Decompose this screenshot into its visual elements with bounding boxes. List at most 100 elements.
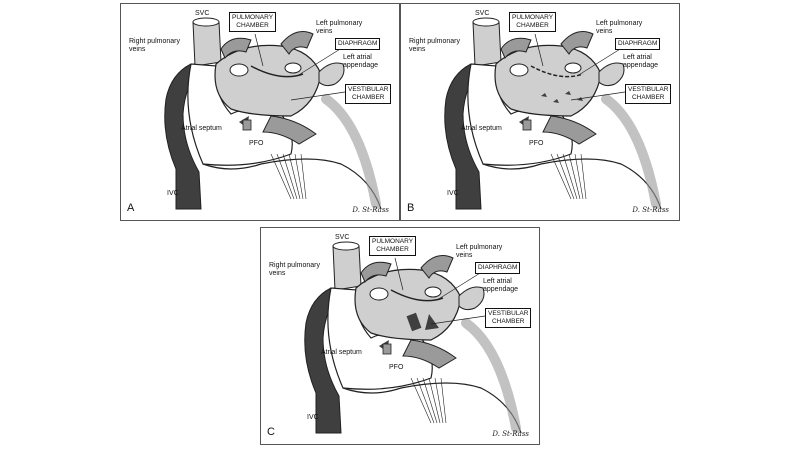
flow-arrow: [425, 314, 439, 330]
vestibule: [262, 115, 317, 145]
fenestration-arrow: [565, 91, 571, 95]
right-pulmonary-vein: [220, 37, 252, 59]
chordae-tendineae: [270, 153, 292, 200]
left-pulmonary-vein: [280, 31, 314, 55]
pulmonary-vein-ostium: [369, 287, 389, 301]
leader-line: [296, 45, 346, 77]
chordae-tendineae: [294, 153, 304, 200]
leader-line: [436, 269, 486, 301]
panel-letter: C: [267, 426, 275, 438]
ventricle-outline: [482, 158, 662, 210]
leader-line: [570, 91, 626, 101]
pulmonary-vein-ostium: [509, 63, 529, 77]
leader-line: [254, 33, 264, 67]
heart-diagram-c: [304, 241, 522, 434]
chordae-tendineae: [288, 153, 301, 200]
label-svc: SVC: [195, 10, 210, 17]
chordae-tendineae: [574, 153, 584, 200]
leader-line: [394, 257, 404, 291]
label-atrial-septum: Atrial septum: [181, 125, 222, 132]
label-diaphragm: DIAPHRAGM: [335, 38, 381, 50]
diaphragm-membrane: [250, 65, 304, 78]
heart-diagram-b: [444, 17, 662, 210]
fenestration-arrow: [541, 93, 547, 97]
chordae-tendineae: [434, 377, 444, 424]
label-left-atrial-appendage: Left atrial appendage: [343, 54, 379, 69]
right-atrium: [467, 63, 573, 166]
ventricle-outline: [342, 382, 522, 434]
artist-signature: D. St-Rass: [632, 206, 669, 214]
label-vestibular-chamber: VESTIBULAR CHAMBER: [345, 84, 392, 104]
vestibule: [402, 339, 457, 369]
left-atrial-appendage: [598, 62, 625, 87]
chordae-tendineae: [440, 377, 447, 424]
ventricular-wall: [321, 94, 381, 209]
diaphragm-membrane: [530, 65, 584, 78]
svc-vessel: [192, 21, 222, 67]
pfo-flap: [242, 119, 252, 131]
label-ivc: IVC: [307, 414, 319, 421]
left-atrium: [214, 44, 322, 117]
ventricle-outline: [202, 158, 382, 210]
chordae-tendineae: [428, 377, 441, 424]
heart-diagram-a: [164, 17, 382, 210]
label-pfo: PFO: [249, 140, 264, 147]
fenestration-arrow: [553, 99, 559, 103]
diaphragm-membrane: [390, 289, 444, 302]
label-left-atrial-appendage: Left atrial appendage: [483, 278, 519, 293]
chordae-tendineae: [282, 153, 298, 200]
label-svc: SVC: [475, 10, 490, 17]
label-pulmonary-chamber: PULMONARY CHAMBER: [369, 236, 417, 256]
left-atrial-appendage: [318, 62, 345, 87]
pfo-flap: [522, 119, 532, 131]
panel-b: SVC Right pulmonary veins PULMONARY CHAM…: [400, 3, 680, 221]
pulmonary-vein-ostium: [284, 62, 302, 74]
vestibule: [542, 115, 597, 145]
pulmonary-vein-ostium: [424, 286, 442, 298]
svc-opening: [332, 241, 360, 251]
leader-line: [576, 45, 626, 77]
label-vestibular-chamber: VESTIBULAR CHAMBER: [485, 308, 532, 328]
chordae-tendineae: [562, 153, 578, 200]
chordae-tendineae: [550, 153, 572, 200]
panel-letter: B: [407, 202, 415, 214]
ventricular-wall: [461, 318, 521, 433]
artist-signature: D. St-Rass: [352, 206, 389, 214]
leader-line: [290, 91, 346, 101]
chordae-tendineae: [416, 377, 435, 424]
panel-a: SVC Right pulmonary veins PULMONARY CHAM…: [120, 3, 400, 221]
left-pulmonary-vein: [560, 31, 594, 55]
label-left-pulmonary-veins: Left pulmonary veins: [456, 244, 503, 259]
label-ivc: IVC: [447, 190, 459, 197]
svc-vessel: [472, 21, 502, 67]
left-atrium: [494, 44, 602, 117]
chordae-tendineae: [410, 377, 432, 424]
label-svc: SVC: [335, 234, 350, 241]
svc-opening: [472, 17, 500, 27]
label-atrial-septum: Atrial septum: [461, 125, 502, 132]
label-pulmonary-chamber: PULMONARY CHAMBER: [509, 12, 557, 32]
label-left-pulmonary-veins: Left pulmonary veins: [316, 20, 363, 35]
ventricular-wall: [601, 94, 661, 209]
left-atrium: [354, 268, 462, 341]
label-ivc: IVC: [167, 190, 179, 197]
svc-vessel: [332, 245, 362, 291]
chordae-tendineae: [300, 153, 307, 200]
right-atrium: [187, 63, 293, 166]
label-left-pulmonary-veins: Left pulmonary veins: [596, 20, 643, 35]
right-atrium: [327, 287, 433, 390]
label-diaphragm: DIAPHRAGM: [475, 262, 521, 274]
label-vestibular-chamber: VESTIBULAR CHAMBER: [625, 84, 672, 104]
label-atrial-septum: Atrial septum: [321, 349, 362, 356]
label-right-pulmonary-veins: Right pulmonary veins: [269, 262, 320, 277]
right-pulmonary-vein: [500, 37, 532, 59]
left-atrial-appendage: [458, 286, 485, 311]
label-left-atrial-appendage: Left atrial appendage: [623, 54, 659, 69]
chordae-tendineae: [276, 153, 295, 200]
chordae-tendineae: [580, 153, 587, 200]
pulmonary-vein-ostium: [229, 63, 249, 77]
chordae-tendineae: [568, 153, 581, 200]
chordae-tendineae: [422, 377, 438, 424]
diaphragm-opening: [406, 312, 422, 332]
